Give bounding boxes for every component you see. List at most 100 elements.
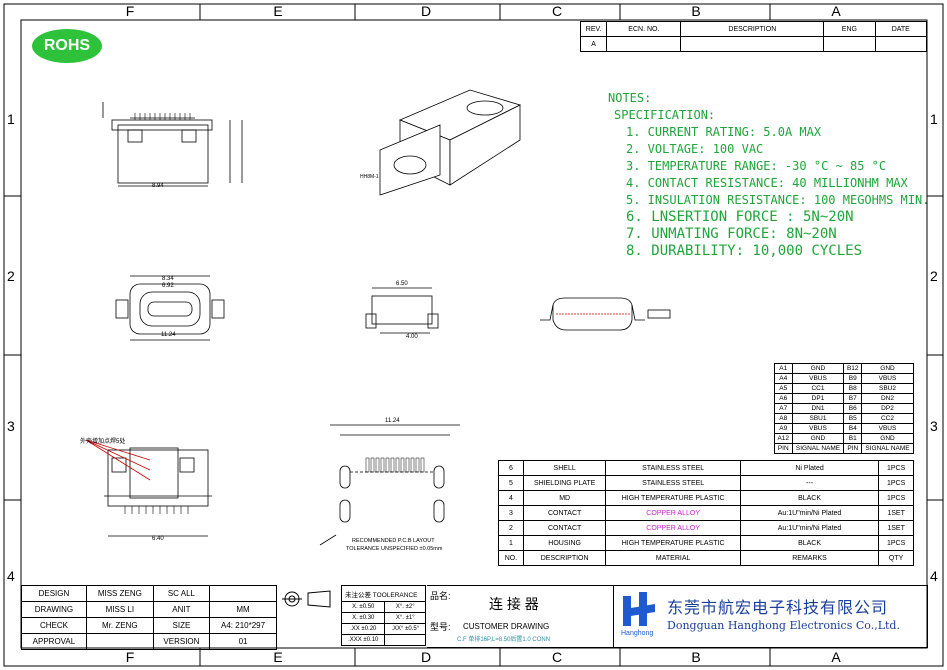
pin-b: B7 — [843, 393, 862, 404]
pcb-layout — [319, 424, 460, 546]
zone-col-f-bottom: F — [125, 649, 135, 665]
bom-no: 4 — [498, 490, 524, 506]
tb-field: VERSION — [152, 633, 211, 650]
note-item-4: 4. CONTACT RESISTANCE: 40 MILLIONHM MAX — [626, 176, 908, 190]
signal-b: VBUS — [861, 373, 914, 384]
pin-b: B8 — [843, 383, 862, 394]
signal-header-a: SIGNAL NAME — [791, 443, 845, 454]
signal-b: GND — [861, 433, 914, 444]
bom-material: HIGH TEMPERATURE PLASTIC — [605, 490, 741, 506]
bom-no: 6 — [498, 460, 524, 476]
spot-weld-note: 外壳增加点焊5处 — [80, 439, 126, 445]
pin-b: B12 — [843, 363, 862, 374]
note-item-8: 8. DURABILITY: 10,000 CYCLES — [626, 243, 863, 259]
note-item-5: 5. INSULATION RESISTANCE: 100 MEGOHMS MI… — [626, 193, 930, 207]
bom-desc: SHELL — [522, 460, 607, 476]
pin-header-b: PIN — [843, 443, 862, 454]
receptacle-front-view — [115, 275, 225, 341]
pin-a: A6 — [774, 393, 793, 404]
zone-col-f-top: F — [125, 3, 135, 19]
note-item-1: 1. CURRENT RATING: 5.0A MAX — [626, 125, 822, 139]
dim-400: 4.00 — [406, 334, 418, 340]
zone-row-4-left: 4 — [7, 568, 15, 584]
zone-col-c-top: C — [551, 3, 563, 19]
bom-material: STAINLESS STEEL — [605, 475, 741, 491]
ecn-header: ECN. NO. — [606, 21, 682, 37]
note-item-2: 2. VOLTAGE: 100 VAC — [626, 142, 764, 156]
zone-col-d-top: D — [420, 3, 432, 19]
bom-material: COPPER ALLOY — [605, 505, 741, 521]
tolerance-row: .XXX ±0.10 — [340, 634, 426, 646]
bom-no: 3 — [498, 505, 524, 521]
tb-label: DRAWING — [21, 601, 87, 618]
notes-title: NOTES: — [608, 91, 652, 105]
bom-material: STAINLESS STEEL — [605, 460, 741, 476]
company-block: Hanghong 东莞市航宏电子科技有限公司 Dongguan Hanghong… — [613, 585, 928, 648]
tb-value: 01 — [209, 633, 277, 650]
tb-value — [209, 585, 277, 602]
pin-header-row: PIN SIGNAL NAME PIN SIGNAL NAME — [774, 443, 914, 454]
bom-remarks: BLACK — [739, 535, 880, 551]
signal-header-b: SIGNAL NAME — [861, 443, 914, 454]
zone-col-a-bottom: A — [831, 649, 841, 665]
bom-desc: CONTACT — [522, 505, 607, 521]
zone-row-4-right: 4 — [930, 568, 938, 584]
pin-a: A9 — [774, 423, 793, 434]
bom-qty-header: QTY — [878, 550, 914, 566]
top-view-bottom-left — [85, 439, 212, 537]
dim-640: 6.40 — [152, 536, 164, 542]
bom-desc: HOUSING — [522, 535, 607, 551]
signal-b: SBU2 — [861, 383, 914, 394]
zone-row-2-right: 2 — [930, 268, 938, 284]
tolerance-title: 未注公差 TOOLERANCE — [341, 585, 426, 602]
signal-b: CC2 — [861, 413, 914, 424]
tolerance-row: .XX ±0.20.XX° ±0.5° — [340, 623, 426, 635]
pcb-tolerance-note: TOLERANCE UNSPECIFIED ±0.05mm — [346, 546, 443, 552]
bom-desc: CONTACT — [522, 520, 607, 536]
signal-a: DP1 — [791, 393, 845, 404]
model-text: C.F 单排16P,L=8.50后置1.0 CONN — [457, 637, 551, 643]
zone-row-2-left: 2 — [7, 268, 15, 284]
signal-a: GND — [791, 433, 845, 444]
rohs-label: ROHS — [43, 37, 91, 54]
company-name-en: Dongguan Hanghong Electronics Co.,Ltd. — [667, 619, 900, 632]
product-label: 品名: — [430, 591, 451, 601]
bom-no: 2 — [498, 520, 524, 536]
company-name-cn: 东莞市航宏电子科技有限公司 — [667, 600, 889, 617]
date-value — [874, 36, 928, 52]
tb-value: A4: 210*297 — [209, 617, 277, 634]
zone-col-d-bottom: D — [420, 649, 432, 665]
pin-a: A8 — [774, 413, 793, 424]
signal-a: DN1 — [791, 403, 845, 414]
bom-desc: MD — [522, 490, 607, 506]
bom-remarks: Ni Plated — [739, 460, 880, 476]
bom-remarks: Au:1U"min/Ni Plated — [739, 520, 880, 536]
note-item-3: 3. TEMPERATURE RANGE: -30 °C ~ 85 °C — [626, 159, 887, 173]
pin-a: A4 — [774, 373, 793, 384]
bom-qty: 1SET — [878, 520, 914, 536]
tb-label: APPROVAL — [21, 633, 87, 650]
tb-field: ANIT — [152, 601, 211, 618]
pin-a: A5 — [774, 383, 793, 394]
bom-qty: 1PCS — [878, 475, 914, 491]
tolerance-linear: .XXX ±0.10 — [340, 634, 386, 646]
notes-subtitle: SPECIFICATION: — [614, 108, 716, 122]
tb-field: SIZE — [152, 617, 211, 634]
zone-row-1-right: 1 — [930, 111, 938, 127]
signal-b: GND — [861, 363, 914, 374]
drawing-type: CUSTOMER DRAWING — [463, 622, 550, 631]
bom-no: 5 — [498, 475, 524, 491]
tb-field: SC ALL — [152, 585, 211, 602]
